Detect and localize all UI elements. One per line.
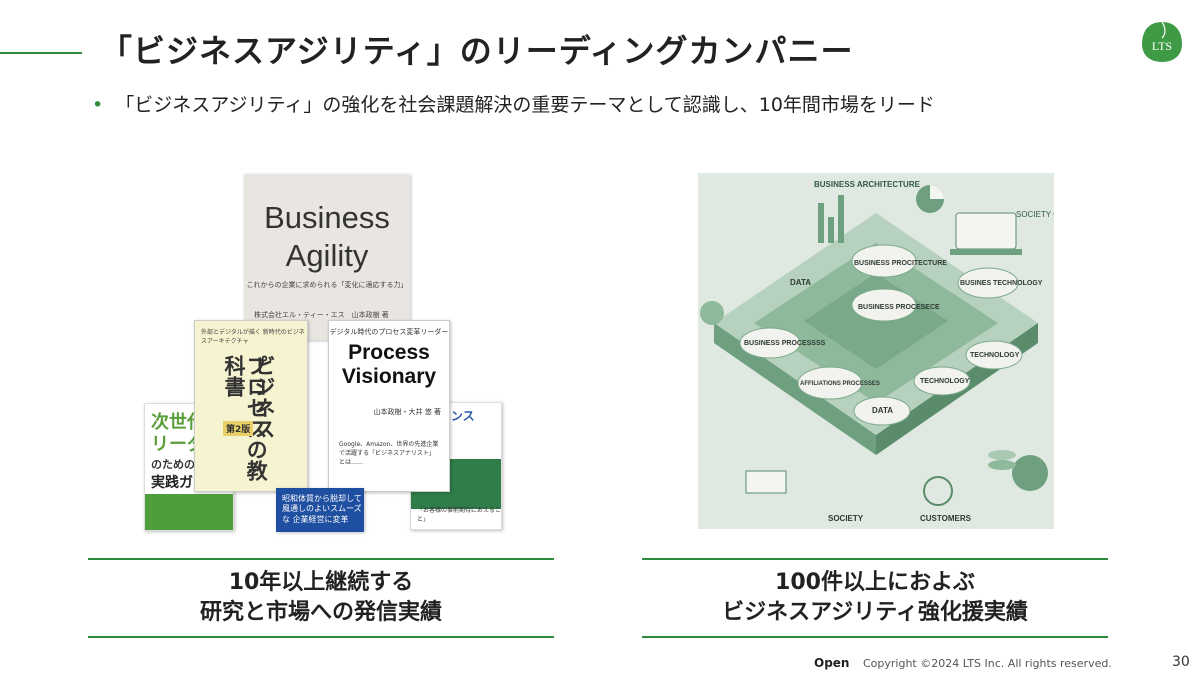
label-business-procitecture: BUSINESS PROCITECTURE	[854, 260, 947, 267]
label-technology: TECHNOLOGY	[970, 352, 1020, 359]
label-data-left: DATA	[790, 278, 811, 287]
book-line2: リーダ	[151, 434, 205, 455]
bullet-label: 「ビジネスアジリティ」の強化を社会課題解決の重要テーマとして認識し、10年間市場…	[115, 94, 935, 116]
book-line4: 実践ガ	[151, 475, 193, 491]
label-busines-technology: BUSINES TECHNOLOGY	[960, 280, 1043, 287]
book-process-visionary: デジタル時代のプロセス変革リーダー Process Visionary 山本政樹…	[328, 320, 450, 492]
book-author: 山本政樹・大井 悠 著	[373, 408, 441, 416]
book-title-line1: Business	[264, 200, 390, 235]
book-business-agility: Business Agility これからの企業に求められる「変化に適応する力」…	[244, 174, 410, 340]
disc-technology-mid	[913, 366, 971, 396]
disc-business-procesece	[851, 288, 917, 322]
label-business-processss: BUSINESS PROCESSSS	[744, 340, 826, 347]
book-line1: 次世代	[151, 412, 205, 433]
book-line3: のための	[151, 458, 195, 471]
illustration-svg: BUSINESS ARCHITECTURE SOCIETY CUSTOMERS …	[700, 180, 1054, 523]
disc-technology-right	[965, 340, 1023, 370]
disc-business-processss	[739, 327, 801, 359]
bullet-text: • 「ビジネスアジリティ」の強化を社会課題解決の重要テーマとして認識し、10年間市…	[92, 90, 935, 117]
label-data-bottom: DATA	[872, 406, 893, 415]
pie-chart-icon	[1012, 455, 1048, 491]
book-subtitle: これからの企業に求められる「変化に適応する力」	[246, 281, 408, 289]
disc-affiliations	[797, 366, 863, 400]
book-title-line1: Process	[348, 341, 430, 364]
book-title-line2: Visionary	[341, 365, 437, 388]
slide-title: 「ビジネスアジリティ」のリーディングカンパニー	[100, 32, 854, 70]
globe-icon	[923, 476, 953, 506]
label-technology-2: TECHNOLOGY	[920, 378, 970, 385]
book-business-process-textbook: 外部とデジタルが描く 新時代のビジネスアーキテクチャ ビジネス プロセスの教科書…	[194, 320, 308, 492]
lts-logo: LTS	[1142, 21, 1182, 62]
book-tagline: Google、Amazon、世界の先進企業で活躍する「ビジネスアナリスト」とは……	[339, 441, 439, 466]
caption-text: 10年以上継続する 研究と市場への発信実績	[88, 560, 554, 636]
books-collage: Business Agility これからの企業に求められる「変化に適応する力」…	[140, 170, 505, 532]
coin-stack-icon	[988, 460, 1016, 470]
gauge-icon	[700, 301, 724, 325]
business-architecture-illustration: BUSINESS ARCHITECTURE SOCIETY CUSTOMERS …	[698, 173, 1054, 529]
label-society: SOCIETY	[828, 514, 864, 523]
caption-bottom-rule	[642, 636, 1108, 638]
disc-business-procitecture	[851, 244, 917, 278]
money-stack-icon	[745, 470, 787, 494]
classification-label: Open	[814, 656, 850, 670]
caption-line1: 10年以上継続する	[228, 570, 414, 595]
edition-tag: 第2版	[223, 421, 254, 436]
caption-text: 100件以上におよぶ ビジネスアジリティ強化援実績	[642, 560, 1108, 636]
caption-line1: 100件以上におよぶ	[775, 570, 975, 595]
caption-top-rule	[88, 558, 554, 560]
title-accent-line	[0, 52, 82, 54]
book-band	[145, 494, 233, 530]
label-affiliations-processes: AFFILIATIONS PROCESSES	[800, 381, 880, 387]
label-customers: CUSTOMERS	[920, 514, 972, 523]
footer: Open Copyright ©2024 LTS Inc. All rights…	[814, 656, 1112, 670]
book-author: 株式会社エル・ティー・エス 山本政樹 著	[254, 311, 389, 319]
bullet-dot-icon: •	[92, 94, 104, 116]
disc-technology-top	[957, 267, 1019, 299]
label-business-procesece: BUSINESS PROCESECE	[858, 304, 940, 311]
book-top-text: 外部とデジタルが描く 新時代のビジネスアーキテクチャ	[201, 329, 305, 345]
laptop-base	[950, 249, 1022, 255]
book-footer: 「お客様の事前期待におえること」	[417, 507, 501, 523]
caption-line2: 研究と市場への発信実績	[199, 600, 442, 625]
book-blue-band: 昭和体質から脱却して 風通しのよいスムーズな 企業経営に変革	[276, 488, 364, 532]
caption-research: 10年以上継続する 研究と市場への発信実績	[88, 558, 554, 638]
book-title-line2: Agility	[285, 238, 369, 273]
disc-data-bottom	[853, 396, 911, 426]
book-top-text: デジタル時代のプロセス変革リーダー	[329, 328, 449, 336]
copyright-text: Copyright ©2024 LTS Inc. All rights rese…	[862, 657, 1112, 670]
caption-bottom-rule	[88, 636, 554, 638]
caption-line2: ビジネスアジリティ強化援実績	[722, 600, 1028, 625]
book-band-text: 昭和体質から脱却して 風通しのよいスムーズな 企業経営に変革	[282, 494, 362, 524]
label-society-customers-top: SOCIETY CUSTOMERS	[1016, 210, 1054, 219]
label-business-architecture: BUSINESS ARCHITECTURE	[814, 180, 921, 189]
logo-text: LTS	[1152, 39, 1172, 53]
page-number: 30	[1172, 654, 1190, 670]
caption-track-record: 100件以上におよぶ ビジネスアジリティ強化援実績	[642, 558, 1108, 638]
caption-top-rule	[642, 558, 1108, 560]
laptop-icon	[955, 212, 1017, 250]
book-title-vertical-left: プロセスの教科書	[222, 355, 269, 481]
bar-chart-icon	[818, 203, 824, 243]
book-title-vertical-right: ビジネス	[252, 355, 277, 439]
